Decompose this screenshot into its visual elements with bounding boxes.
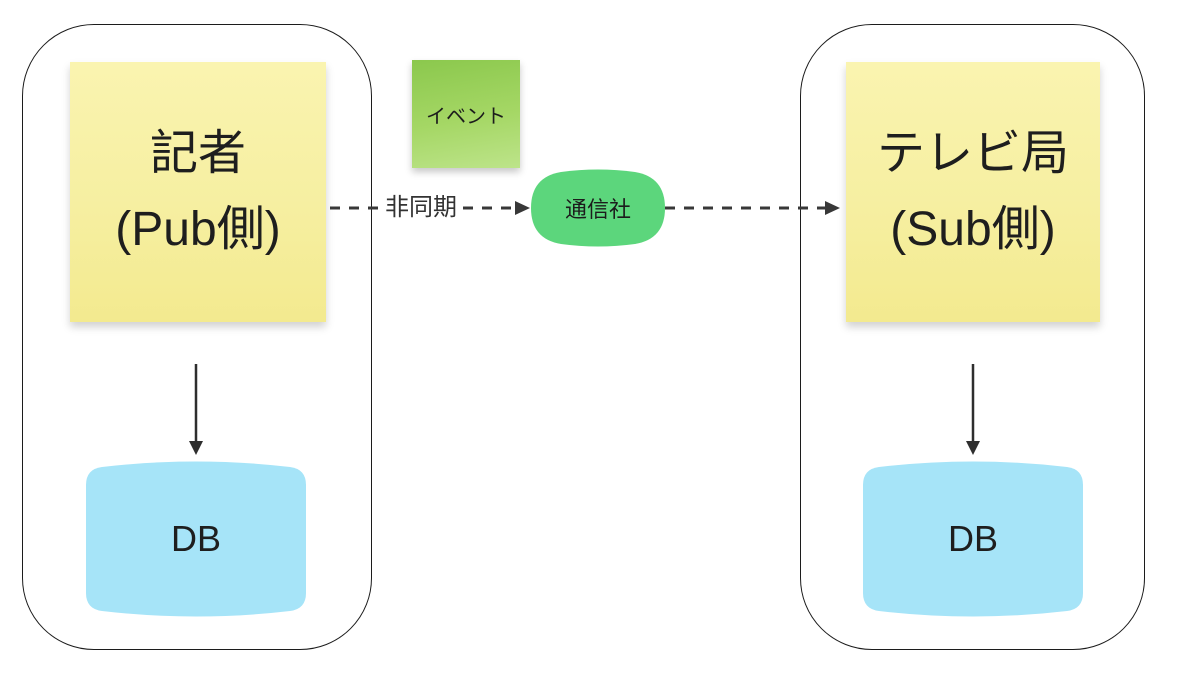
pub-sticky-note: 記者 (Pub側) [70,62,326,322]
pub-note-line1: 記者 [149,127,246,180]
sub-sticky-note: テレビ局 (Sub側) [846,62,1100,322]
hub-cylinder-shape: 通信社 [531,167,665,249]
pub-db-label: DB [170,518,221,559]
event-note-label: イベント [426,105,506,128]
async-arrow-hub-to-sub [665,201,840,215]
arrow-sub-note-to-db [966,364,980,455]
pub-note-line2: (Pub側) [115,203,281,256]
database-barrel-icon [863,461,1083,617]
sub-db-label: DB [947,518,998,559]
arrow-pub-note-to-db [189,364,203,455]
pub-group-frame [22,24,372,650]
sub-db-shape: DB [863,456,1083,622]
arrowhead-down-icon [189,441,203,455]
sub-note-line1: テレビ局 [876,127,1069,180]
async-arrow-pub-to-hub [330,201,530,215]
arrowhead-down-icon [966,441,980,455]
arrowhead-right-icon [515,201,530,215]
arrowhead-right-icon [825,201,840,215]
horizontal-cylinder-icon [531,169,665,247]
async-arrow-label: 非同期 [380,193,462,223]
pub-db-shape: DB [86,456,306,622]
database-barrel-icon [86,461,306,617]
sub-note-line2: (Sub側) [890,203,1056,256]
event-sticky-note: イベント [412,60,520,168]
hub-label: 通信社 [564,197,631,222]
sub-group-frame [800,24,1145,650]
